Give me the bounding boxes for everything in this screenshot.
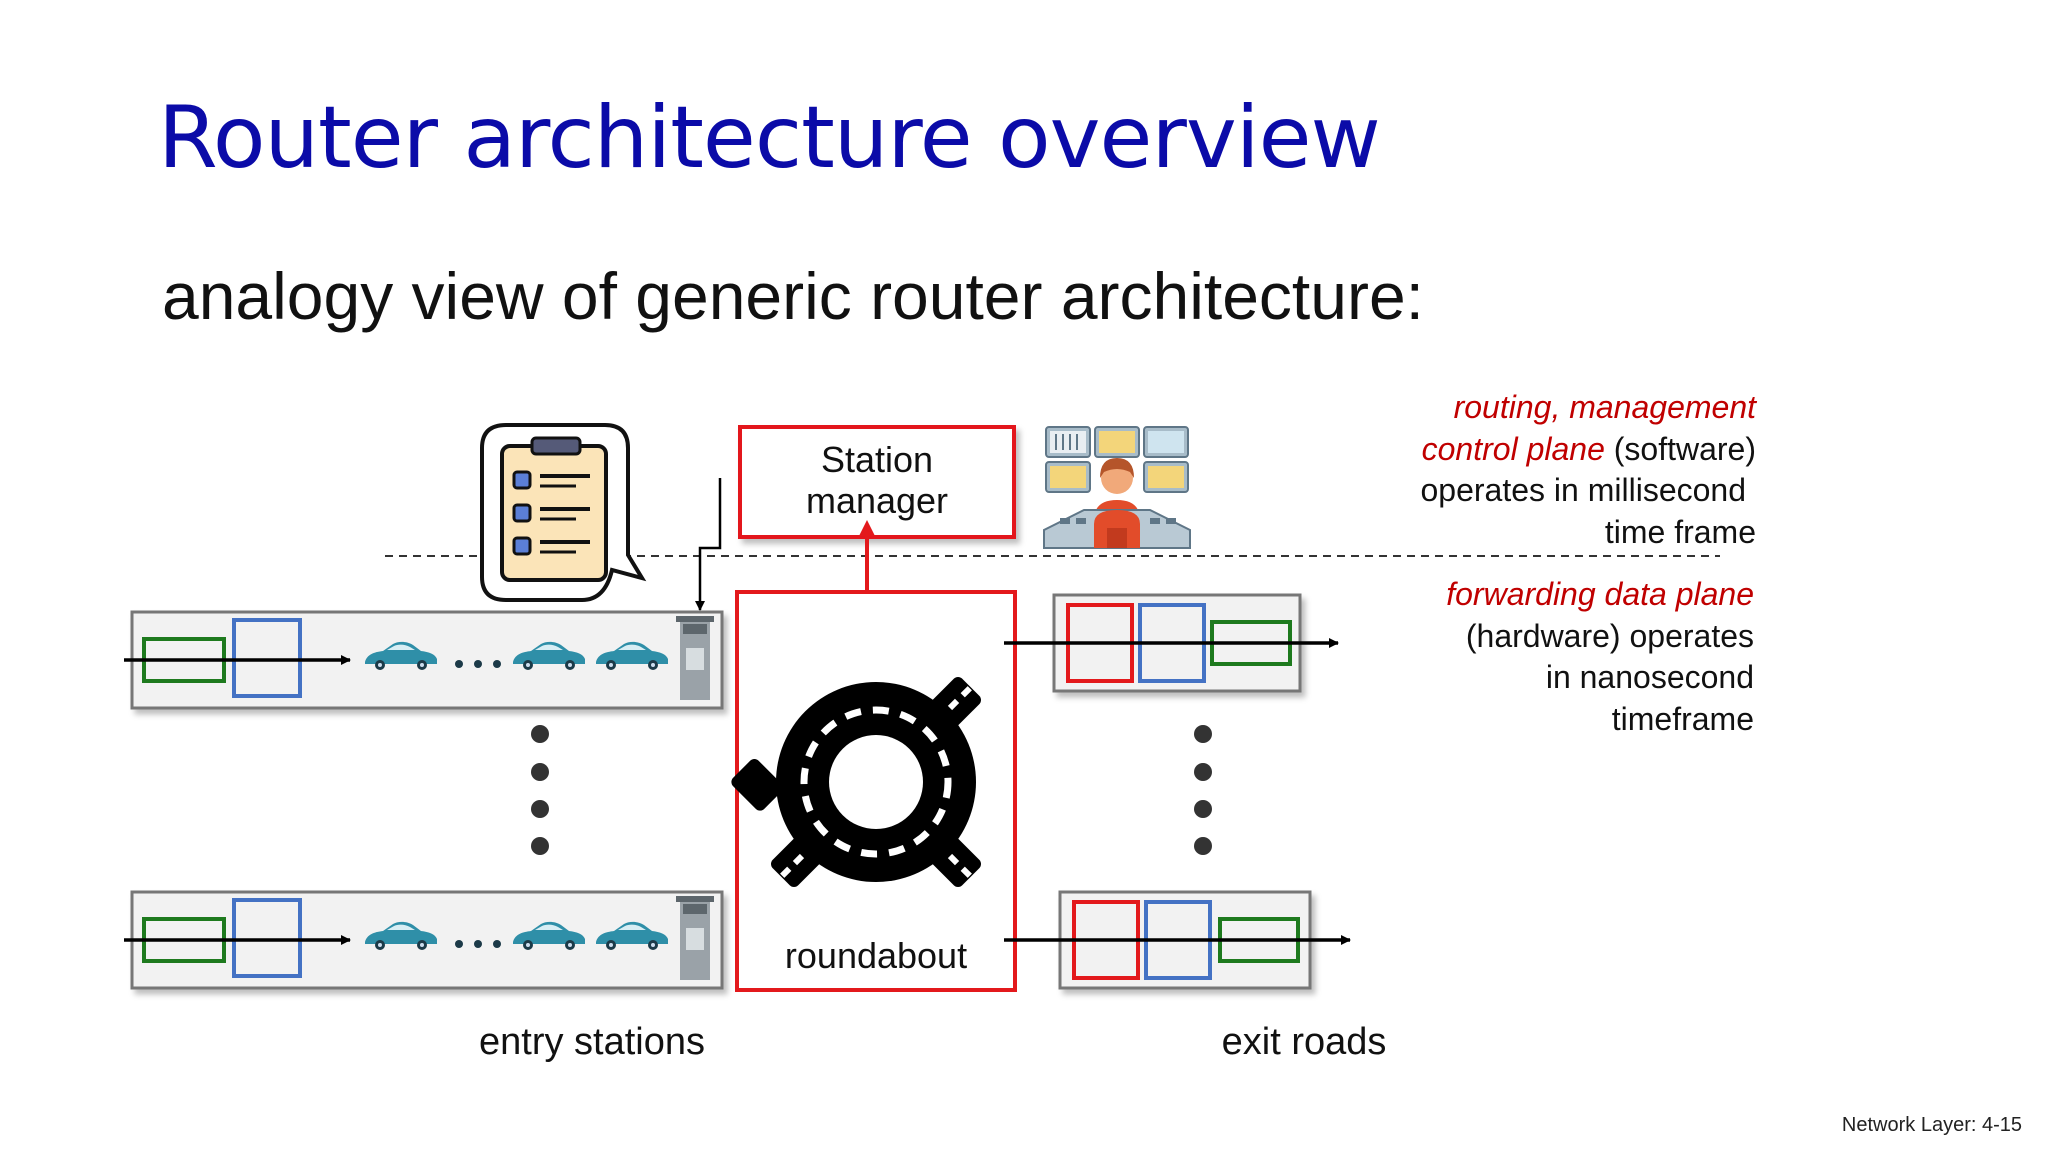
entry-stations-label: entry stations — [479, 1021, 705, 1063]
control-plane-line-3: operates in millisecond — [1420, 472, 1747, 508]
slide-subtitle: analogy view of generic router architect… — [162, 259, 1424, 333]
data-plane-line-3: in nanosecond — [1545, 659, 1754, 695]
toll-gate-icon — [676, 896, 714, 980]
slide-footer: Network Layer: 4-15 — [1841, 1114, 2022, 1136]
data-plane-line-4: timeframe — [1611, 700, 1754, 737]
exit-road-1 — [1004, 593, 1339, 693]
exit-ellipsis — [1194, 725, 1212, 855]
exit-roads-label: exit roads — [1222, 1021, 1387, 1063]
exit-road-2 — [1004, 890, 1351, 990]
roundabout-icon — [731, 677, 981, 887]
station-manager-label-2: manager — [806, 480, 948, 521]
data-plane-description: forwarding data plane (hardware) operate… — [1446, 574, 1754, 740]
control-plane-line-4: time frame — [1604, 513, 1756, 550]
control-plane-description: routing, management control plane (softw… — [1421, 387, 1757, 553]
station-manager-label-1: Station — [821, 439, 933, 480]
entry-ellipsis — [531, 725, 549, 855]
data-plane-line-2: (hardware) operates — [1465, 617, 1754, 654]
roundabout-label: roundabout — [785, 935, 967, 976]
operator-console-icon — [1043, 426, 1191, 549]
control-plane-line-1: routing, management — [1453, 389, 1756, 425]
station-manager-box: Station manager — [738, 425, 1016, 539]
manager-to-gate-arrow — [695, 478, 722, 611]
control-plane-software: (software) — [1604, 430, 1756, 467]
control-plane-line-2: control plane (software) — [1421, 429, 1756, 471]
entry-station-1 — [124, 610, 724, 710]
roundabout-box: roundabout — [731, 590, 1017, 992]
entry-station-2 — [124, 890, 724, 990]
slide-title: Router architecture overview — [158, 88, 1381, 188]
clipboard-icon — [480, 423, 647, 602]
control-plane-term: control plane — [1421, 430, 1605, 467]
data-plane-line-1: forwarding data plane — [1446, 576, 1754, 612]
toll-gate-icon — [676, 616, 714, 700]
